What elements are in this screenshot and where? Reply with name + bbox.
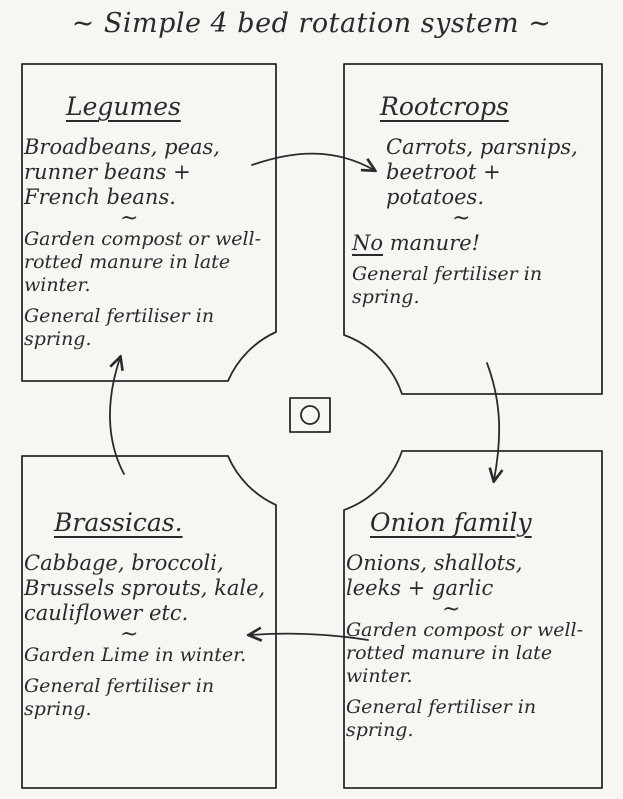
diagram-title: ~ Simple 4 bed rotation system ~ [71, 8, 552, 39]
bed-rootcrops: Rootcrops Carrots, parsnips, beetroot + … [352, 92, 602, 317]
separator-tilde: ~ [120, 622, 139, 647]
no-manure-note: No manure! [352, 232, 602, 255]
bed-legumes: Legumes Broadbeans, peas, runner beans +… [24, 92, 274, 359]
bed-brassicas: Brassicas. Cabbage, broccoli, Brussels s… [24, 508, 276, 729]
crop-line: Cabbage, broccoli, [24, 551, 224, 575]
bed-outline-onion [343, 450, 603, 789]
bed-onion-family: Onion family Onions, shallots, leeks + g… [346, 508, 604, 750]
separator-tilde: ~ [442, 597, 461, 622]
feed-note: General fertiliser in spring. [352, 263, 543, 308]
no-manure-rest: manure! [383, 231, 481, 255]
crop-line: leeks + garlic [346, 576, 494, 600]
crop-line: cauliflower etc. [24, 601, 189, 625]
crop-line: French beans. [24, 185, 176, 209]
arrow-legumes-to-rootcrops [251, 152, 374, 170]
crop-line: Brussels sprouts, kale, [24, 576, 266, 600]
feed-note: General fertiliser in spring. [24, 305, 215, 350]
crop-line: beetroot + potatoes. [386, 160, 501, 209]
feed-note: Garden compost or well-rotted manure in … [24, 228, 262, 296]
bed-outline-legumes [21, 63, 277, 382]
bed-heading: Legumes [66, 92, 181, 121]
feed-note: Garden Lime in winter. [24, 644, 247, 666]
crop-line: Broadbeans, peas, [24, 135, 220, 159]
separator-tilde: ~ [452, 206, 471, 231]
crop-line: Carrots, parsnips, [386, 135, 578, 159]
arrow-rootcrops-to-onion [486, 362, 499, 480]
feed-note: General fertiliser in spring. [346, 696, 537, 741]
center-square [289, 397, 331, 433]
feed-note: Garden compost or well-rotted manure in … [346, 619, 584, 687]
bed-heading: Brassicas. [54, 508, 183, 537]
feed-note: General fertiliser in spring. [24, 675, 215, 720]
bed-heading: Rootcrops [380, 92, 509, 121]
no-word: No [352, 231, 384, 255]
center-circle [300, 405, 320, 425]
crop-line: runner beans + [24, 160, 191, 184]
bed-heading: Onion family [370, 508, 532, 537]
crop-line: Onions, shallots, [346, 551, 523, 575]
arrow-brassicas-to-legumes [109, 358, 125, 475]
bed-outline-rootcrops [343, 63, 603, 395]
arrow-onion-to-brassicas [250, 634, 369, 640]
bed-outline-brassicas [21, 455, 277, 789]
separator-tilde: ~ [120, 206, 139, 231]
